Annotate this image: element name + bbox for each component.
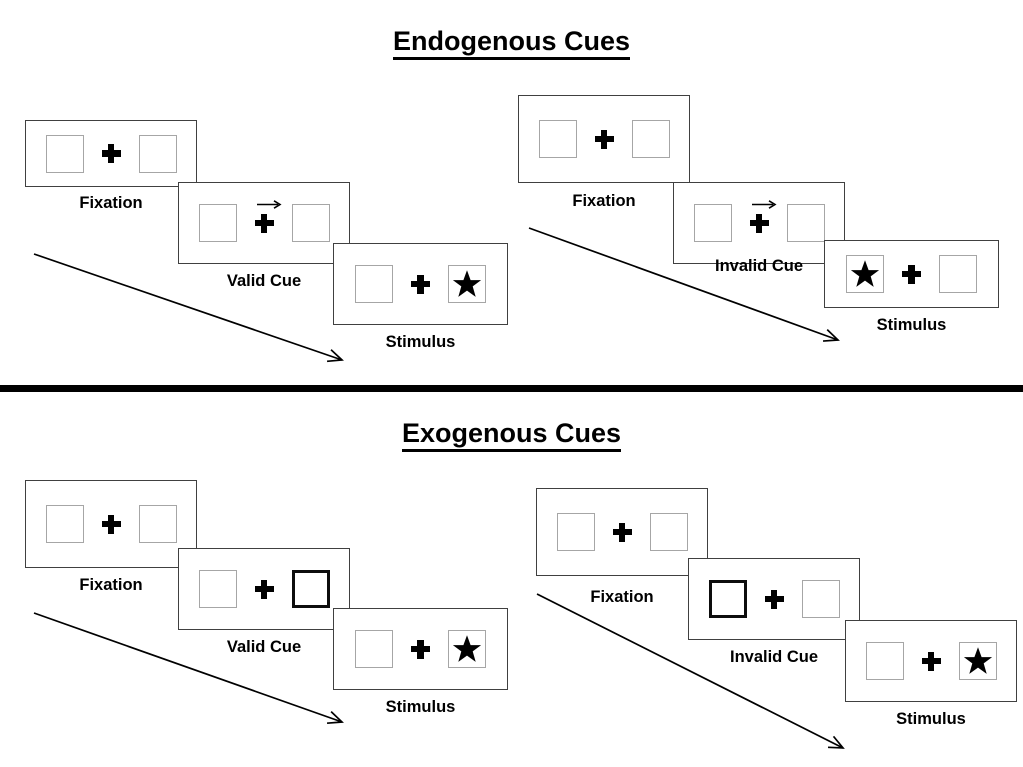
panel-label-endogenous-valid-0: Fixation (79, 194, 143, 212)
cue-box-right (631, 120, 670, 158)
arrow-right-cue-icon (256, 199, 282, 209)
panel-label-endogenous-invalid-2: Stimulus (876, 316, 947, 334)
cue-box-right (649, 513, 688, 551)
trial-panel-exogenous-valid-2 (333, 608, 508, 690)
panel-label-exogenous-valid-1: Valid Cue (226, 638, 302, 656)
fixation-cross-icon (594, 129, 614, 149)
cue-box-left (538, 120, 577, 158)
fixation-cross-icon (902, 264, 921, 284)
arrow-right-cue-icon (751, 199, 777, 209)
fixation-cross-icon (764, 589, 784, 609)
fixation-cue-group (764, 589, 784, 609)
cue-box-left (355, 265, 393, 303)
panel-label-exogenous-invalid-1: Invalid Cue (729, 648, 819, 666)
trial-panel-exogenous-valid-0 (25, 480, 197, 568)
cue-box-right (138, 505, 177, 543)
panel-label-exogenous-invalid-0: Fixation (590, 588, 654, 606)
panel-label-endogenous-valid-2: Stimulus (385, 333, 456, 351)
cue-box-right (448, 630, 486, 668)
cue-box-left (846, 255, 884, 293)
cue-box-left (198, 570, 237, 608)
trial-panel-exogenous-invalid-2 (845, 620, 1017, 702)
trial-panel-exogenous-valid-1 (178, 548, 350, 630)
fixation-cue-group (411, 639, 430, 659)
trial-panel-content (674, 183, 844, 263)
trial-panel-content (519, 96, 689, 182)
fixation-cue-group (902, 264, 921, 284)
panel-label-exogenous-valid-0: Fixation (79, 576, 143, 594)
trial-panel-content (846, 621, 1016, 701)
cue-box-right (786, 204, 825, 242)
cue-box-right (801, 580, 840, 618)
section-title-text: Endogenous Cues (392, 26, 630, 60)
fixation-cue-group (411, 274, 430, 294)
section-divider (0, 385, 1023, 392)
cue-box-right-highlighted (291, 570, 330, 608)
cue-box-left (45, 134, 84, 173)
fixation-cue-group (101, 514, 121, 534)
trial-panel-content (26, 481, 196, 567)
trial-panel-exogenous-invalid-0 (536, 488, 708, 576)
fixation-cross-icon (254, 213, 274, 233)
time-flow-arrow-icon-0 (33, 253, 344, 363)
panel-label-exogenous-invalid-2: Stimulus (896, 710, 966, 728)
fixation-cue-group (101, 144, 121, 163)
fixation-cross-icon (254, 579, 274, 599)
time-flow-arrow-icon-3 (536, 593, 845, 749)
trial-panel-exogenous-invalid-1 (688, 558, 860, 640)
fixation-cross-icon (612, 522, 632, 542)
section-title-text: Exogenous Cues (401, 418, 622, 452)
fixation-cross-icon (411, 274, 430, 294)
trial-panel-content (26, 121, 196, 186)
panel-label-endogenous-invalid-1: Invalid Cue (714, 257, 804, 275)
trial-panel-endogenous-invalid-1 (673, 182, 845, 264)
cue-box-left (693, 204, 732, 242)
time-flow-arrow-icon-2 (33, 612, 344, 725)
trial-panel-content (689, 559, 859, 639)
fixation-cue-group (254, 199, 282, 233)
cue-box-left (45, 505, 84, 543)
trial-panel-content (179, 549, 349, 629)
trial-panel-endogenous-invalid-2 (824, 240, 999, 308)
star-icon (452, 635, 482, 662)
trial-panel-endogenous-valid-2 (333, 243, 508, 325)
star-icon (850, 260, 880, 287)
panel-label-endogenous-invalid-0: Fixation (572, 192, 636, 210)
time-flow-arrow-icon-1 (528, 227, 840, 342)
cue-box-right (939, 255, 977, 293)
fixation-cross-icon (411, 639, 430, 659)
star-icon (452, 270, 482, 297)
trial-panel-content (179, 183, 349, 263)
fixation-cross-icon (101, 144, 121, 163)
section-title-exogenous: Exogenous Cues (0, 418, 1023, 452)
fixation-cue-group (254, 579, 274, 599)
star-icon (963, 647, 992, 674)
fixation-cue-group (594, 129, 614, 149)
fixation-cross-icon (101, 514, 121, 534)
cue-box-right (291, 204, 330, 242)
trial-panel-content (334, 609, 507, 689)
panel-label-endogenous-valid-1: Valid Cue (226, 272, 302, 290)
fixation-cross-icon (921, 651, 941, 671)
section-title-endogenous: Endogenous Cues (0, 26, 1023, 60)
panel-label-exogenous-valid-2: Stimulus (385, 698, 456, 716)
cue-box-left-highlighted (708, 580, 747, 618)
cue-box-left (198, 204, 237, 242)
trial-panel-content (334, 244, 507, 324)
cue-box-left (556, 513, 595, 551)
fixation-cue-group (749, 199, 777, 233)
fixation-cross-icon (749, 213, 769, 233)
trial-panel-endogenous-valid-1 (178, 182, 350, 264)
trial-panel-endogenous-valid-0 (25, 120, 197, 187)
fixation-cue-group (612, 522, 632, 542)
fixation-cue-group (921, 651, 941, 671)
cue-box-right (958, 642, 997, 680)
cue-box-right (138, 134, 177, 173)
trial-panel-endogenous-invalid-0 (518, 95, 690, 183)
cue-box-right (448, 265, 486, 303)
cue-box-left (355, 630, 393, 668)
cue-box-left (865, 642, 904, 680)
trial-panel-content (825, 241, 998, 307)
trial-panel-content (537, 489, 707, 575)
